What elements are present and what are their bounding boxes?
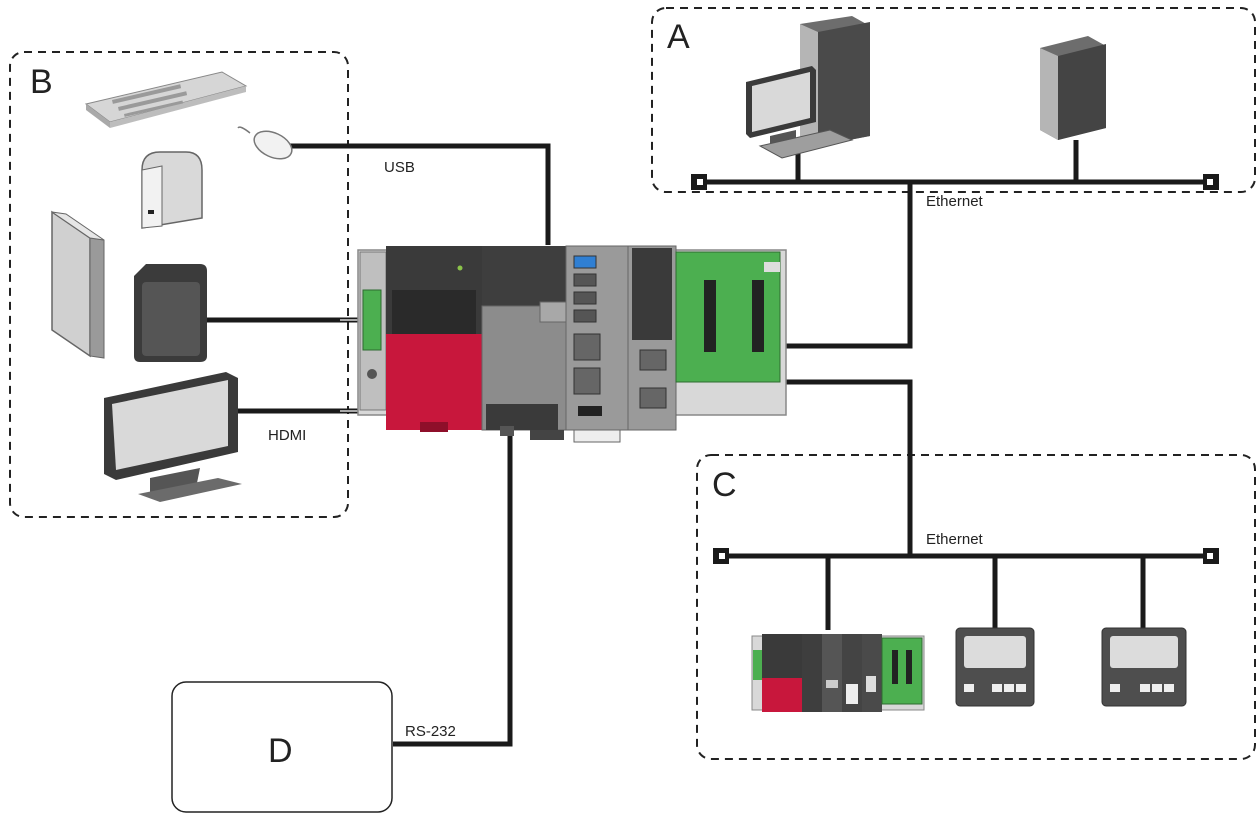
hdmi-label: HDMI xyxy=(268,427,306,444)
usb-label: USB xyxy=(384,159,415,176)
sd-card-icon xyxy=(134,264,207,362)
bus-terminators xyxy=(691,174,1219,564)
external-hdd-icon xyxy=(141,151,203,229)
hmi-panel-icon xyxy=(1101,627,1187,707)
pc-icon xyxy=(746,16,870,159)
monitor-icon xyxy=(104,372,242,502)
rs232-label: RS-232 xyxy=(405,723,456,740)
zone-c-box xyxy=(696,454,1256,760)
main-plc-icon xyxy=(357,245,787,443)
zone-c-label: C xyxy=(712,466,737,504)
plc-icon xyxy=(751,634,925,712)
zone-d-box xyxy=(171,681,393,813)
zone-a-box xyxy=(651,7,1256,193)
zone-d-label: D xyxy=(268,732,293,770)
usb-cable xyxy=(288,143,551,245)
keyboard-icon xyxy=(84,71,248,128)
rs232-cable xyxy=(393,430,513,747)
server-icon xyxy=(1040,36,1106,140)
mouse-icon xyxy=(237,126,293,160)
tablet-icon xyxy=(51,210,105,359)
ethernet-c-label: Ethernet xyxy=(926,531,984,548)
zone-b-label: B xyxy=(30,63,53,101)
cables xyxy=(207,140,1215,747)
ethernet-a-label: Ethernet xyxy=(926,193,984,210)
zone-b-box xyxy=(9,51,349,518)
hmi-panel-icon xyxy=(955,627,1035,707)
zone-a-label: A xyxy=(667,18,690,56)
